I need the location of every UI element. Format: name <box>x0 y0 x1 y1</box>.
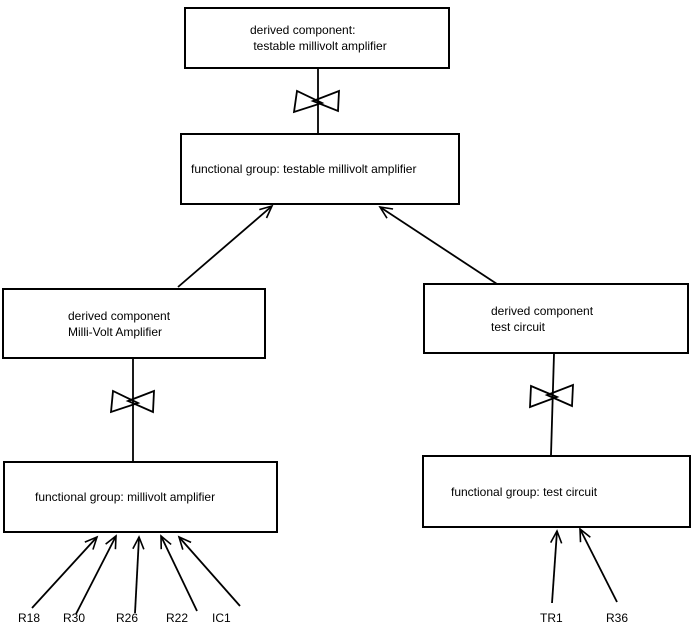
node-label: functional group: test circuit <box>451 484 598 499</box>
connector-right <box>550 353 555 456</box>
node-derived-testable-millivolt-amplifier: derived component: testable millivolt am… <box>184 7 450 69</box>
node-label: functional group: millivolt amplifier <box>35 490 216 504</box>
node-functional-group-millivolt-amplifier: functional group: millivolt amplifier <box>3 461 278 533</box>
leaf-label-r22: R22 <box>166 611 189 625</box>
node-derived-test-circuit: derived component test circuit <box>423 283 689 354</box>
arrow-ic1 <box>177 535 241 607</box>
bowtie-icon <box>109 389 155 414</box>
node-functional-group-testable-millivolt-amplifier: functional group: testable millivolt amp… <box>180 133 460 205</box>
arrow-r36 <box>579 527 618 603</box>
leaf-label-r36: R36 <box>606 611 629 625</box>
leaf-label-r30: R30 <box>63 611 86 625</box>
leaf-label-ic1: IC1 <box>212 611 231 625</box>
bowtie-icon <box>292 89 340 114</box>
leaf-label-r18: R18 <box>18 611 41 625</box>
arrow-r18 <box>31 535 99 609</box>
node-label: derived component test circuit <box>491 303 594 334</box>
node-functional-group-test-circuit: functional group: test circuit <box>422 455 691 528</box>
bowtie-icon <box>529 383 574 409</box>
node-label: derived component Milli-Volt Amplifier <box>68 308 171 339</box>
node-label: derived component: testable millivolt am… <box>250 23 387 53</box>
arrow-tr1 <box>549 529 563 604</box>
node-derived-milli-volt-amplifier: derived component Milli-Volt Amplifier <box>2 288 266 359</box>
leaf-label-tr1: TR1 <box>540 611 563 625</box>
arrow-right-derived-to-top <box>378 205 498 285</box>
arrow-r30 <box>75 534 117 615</box>
node-label: functional group: testable millivolt amp… <box>191 162 417 176</box>
leaf-label-r26: R26 <box>116 611 139 625</box>
arrow-left-derived-to-top <box>177 204 274 288</box>
arrow-r22 <box>160 534 198 612</box>
arrow-r26 <box>132 535 145 614</box>
